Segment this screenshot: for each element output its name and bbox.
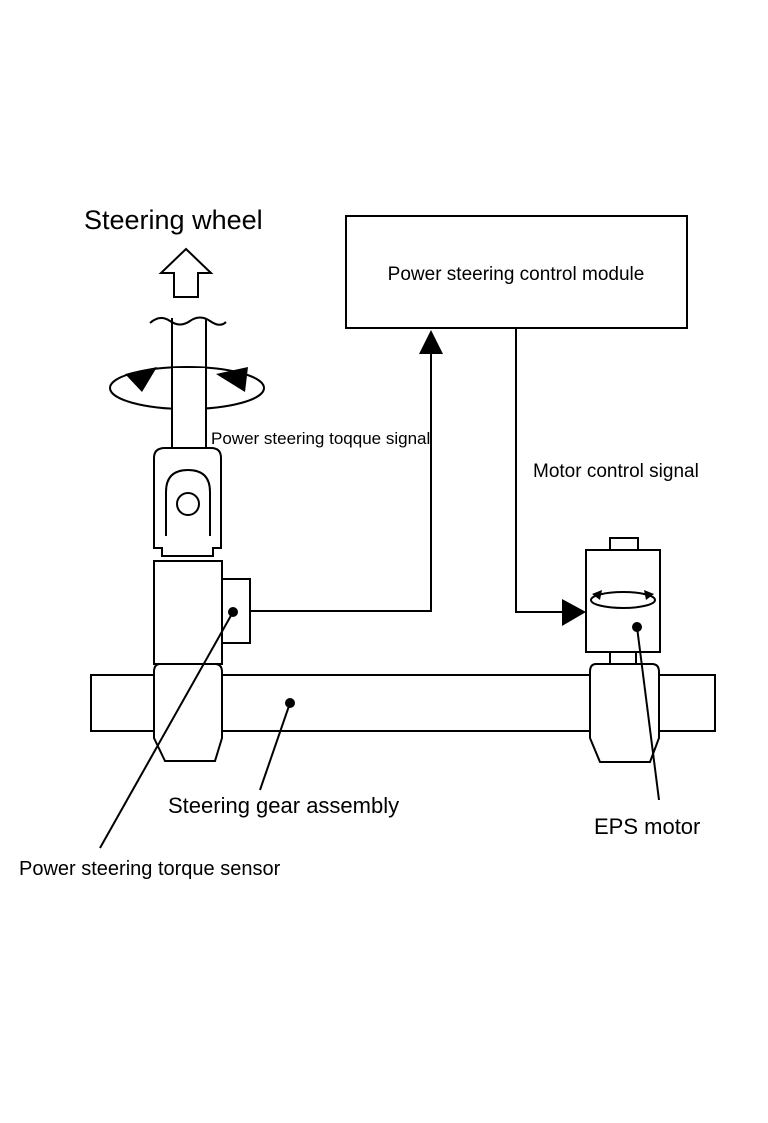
steering-wheel-up-arrow-icon <box>158 247 214 298</box>
shaft-rotation-indicator <box>109 366 265 430</box>
torque-sensor-housing <box>153 560 251 665</box>
shaft-break-mark <box>149 316 227 326</box>
torque-signal-arrow-icon <box>419 330 443 354</box>
motor-control-signal-label: Motor control signal <box>533 461 699 482</box>
torque-sensor-leader <box>99 611 234 849</box>
control-module-label: Power steering control module <box>388 264 645 285</box>
torque-signal-label: Power steering toqque signal <box>211 429 430 448</box>
eps-motor-leader <box>636 626 660 801</box>
rotation-arrow-left-icon <box>125 367 157 392</box>
motor-rotation-arrow-right-icon <box>644 590 654 600</box>
torque-signal-line <box>250 350 432 612</box>
steering-gear-assembly-label: Steering gear assembly <box>168 793 399 818</box>
eps-motor <box>585 537 661 665</box>
motor-control-arrow-icon <box>562 599 586 626</box>
steering-wheel-label: Steering wheel <box>84 205 263 235</box>
torque-sensor-label: Power steering torque sensor <box>19 858 281 880</box>
gear-assembly-leader <box>259 702 291 791</box>
rotation-arrow-right-icon <box>216 367 248 392</box>
motor-control-signal-line <box>515 328 566 613</box>
universal-joint <box>153 447 222 557</box>
motor-rotation-arrow-left-icon <box>592 590 602 600</box>
right-gear-clamp <box>589 663 660 763</box>
eps-motor-label: EPS motor <box>594 814 700 839</box>
left-gear-clamp <box>153 663 223 762</box>
